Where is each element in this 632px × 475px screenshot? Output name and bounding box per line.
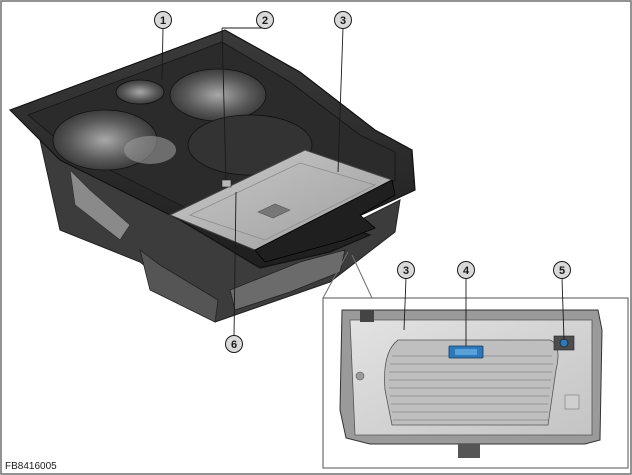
cup-reflection xyxy=(124,136,176,164)
charging-pad-inner-outline xyxy=(188,162,377,241)
detail-callout-3: 3 xyxy=(397,261,415,279)
coil-ribs xyxy=(389,355,553,421)
lower-module xyxy=(229,249,346,311)
callout-leaders xyxy=(161,27,565,346)
inset-leader-left xyxy=(322,251,349,299)
callout-2: 2 xyxy=(256,11,274,29)
console-tray-assembly xyxy=(8,29,416,323)
charging-symbol-icon xyxy=(257,203,291,219)
detail-callout-5: 5 xyxy=(553,261,571,279)
callout-6: 6 xyxy=(225,335,243,353)
callout-1: 1 xyxy=(154,11,172,29)
callout-6-badge xyxy=(225,335,243,353)
lower-housing-panel xyxy=(139,249,219,323)
callout-1-label: 1 xyxy=(160,15,166,27)
callout-3-label: 3 xyxy=(340,15,346,27)
detail-callout-5-label: 5 xyxy=(559,265,565,277)
cup-holder-front-right xyxy=(187,114,313,176)
callout-3: 3 xyxy=(334,11,352,29)
callout-2-label: 2 xyxy=(262,15,268,27)
detail-callout-4-badge xyxy=(457,261,475,279)
detail-callout-4-label: 4 xyxy=(463,265,470,277)
small-cup-holder xyxy=(115,79,165,105)
ground-screw xyxy=(559,338,569,348)
callout-3-badge xyxy=(334,11,352,29)
connector-pins xyxy=(455,349,477,355)
indicator-lamp xyxy=(221,179,232,188)
detail-callout-3-badge xyxy=(397,261,415,279)
detail-callout-3-label: 3 xyxy=(403,265,409,277)
callout-1-badge xyxy=(154,11,172,29)
side-bracket xyxy=(69,168,131,241)
mounting-pad-right xyxy=(564,394,580,410)
detail-callout-4: 4 xyxy=(457,261,475,279)
callout-6-label: 6 xyxy=(231,339,237,351)
cup-holder-rear xyxy=(169,68,267,122)
mounting-tab-left xyxy=(360,310,374,322)
detail-callout-5-badge xyxy=(553,261,571,279)
callout-2-badge xyxy=(256,11,274,29)
figure-id-code: FB8416005 xyxy=(5,461,57,472)
detail-inset xyxy=(322,251,629,469)
tray-front-lip xyxy=(254,179,396,263)
cable-exit xyxy=(458,444,480,458)
mounting-hole-left xyxy=(355,371,365,381)
inset-leader-right xyxy=(351,254,373,299)
